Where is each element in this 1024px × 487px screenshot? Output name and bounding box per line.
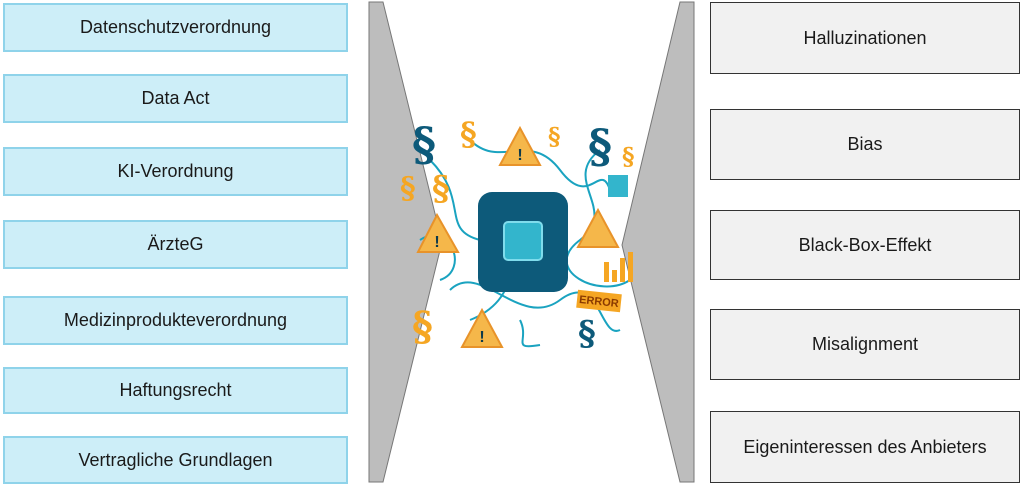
bar-chart-icon (604, 252, 633, 282)
label: Datenschutzverordnung (79, 17, 272, 37)
right-item-bias: Bias (710, 109, 1020, 180)
label: Vertragliche Grundlagen (78, 449, 273, 470)
label: KI-Verordnung (117, 161, 234, 181)
section-symbols: § § § § § § § § § (400, 115, 635, 354)
left-item-data-act: Data Act (3, 74, 348, 123)
right-item-halluzinationen: Halluzinationen (710, 2, 1020, 74)
svg-text:ERROR: ERROR (579, 294, 620, 310)
svg-text:§: § (460, 115, 477, 153)
label: Haftungsrecht (119, 380, 232, 400)
label: Medizinprodukteverordnung (63, 310, 288, 330)
right-item-black-box: Black-Box-Effekt (710, 210, 1020, 280)
svg-text:§: § (400, 171, 416, 206)
svg-text:§: § (588, 119, 612, 173)
document-icon (608, 175, 628, 197)
label: ÄrzteG (147, 234, 204, 254)
svg-text:!: ! (479, 329, 484, 346)
svg-text:§: § (412, 303, 433, 350)
right-item-eigeninteressen: Eigeninteressen des Anbieters (710, 411, 1020, 483)
left-funnel (368, 1, 443, 483)
svg-text:§: § (578, 314, 596, 354)
svg-text:§: § (412, 117, 436, 171)
svg-text:§: § (432, 169, 450, 209)
label: Bias (847, 134, 883, 154)
left-item-aerzteg: ÄrzteG (3, 220, 348, 269)
error-badge: ERROR (576, 289, 622, 313)
label: Eigeninteressen des Anbieters (743, 436, 987, 457)
label: Data Act (141, 88, 210, 108)
svg-text:!: ! (517, 147, 522, 164)
svg-text:!: ! (434, 234, 439, 251)
right-item-misalignment: Misalignment (710, 309, 1020, 380)
label: Misalignment (811, 334, 919, 354)
left-item-vertragliche-grundlagen: Vertragliche Grundlagen (3, 436, 348, 484)
warning-icons (416, 125, 620, 348)
left-item-ki-verordnung: KI-Verordnung (3, 147, 348, 196)
right-funnel (621, 1, 695, 483)
left-item-haftungsrecht: Haftungsrecht (3, 367, 348, 414)
left-item-medizinprodukte: Medizinprodukteverordnung (3, 296, 348, 345)
svg-text:§: § (548, 122, 561, 151)
left-item-datenschutz: Datenschutzverordnung (3, 3, 348, 52)
label: Black-Box-Effekt (798, 234, 932, 255)
label: Halluzinationen (803, 27, 927, 48)
svg-text:§: § (622, 142, 635, 171)
